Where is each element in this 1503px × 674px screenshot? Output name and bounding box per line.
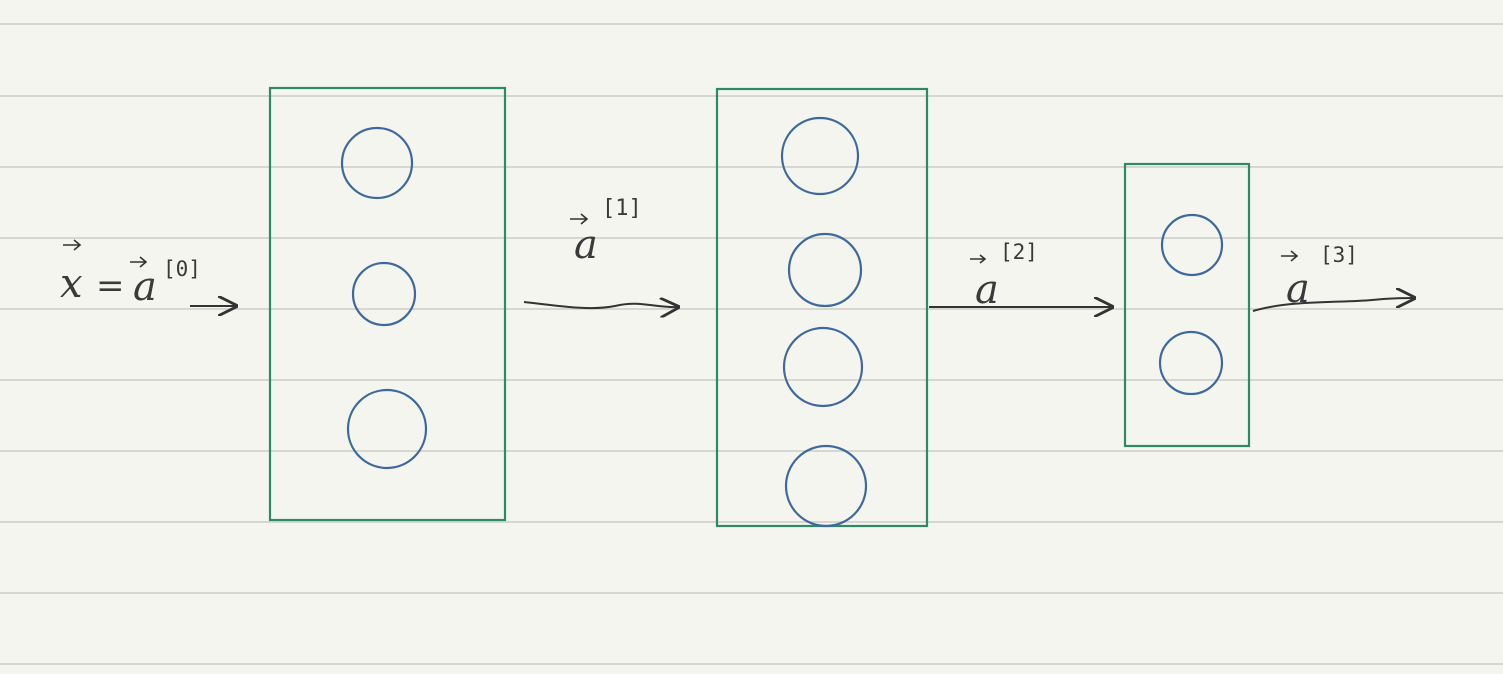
- a0-symbol: a: [133, 264, 157, 310]
- a3-label: a [3]: [1281, 243, 1358, 312]
- arrow-1-to-2: [523, 302, 678, 308]
- layer-3: [1123, 162, 1251, 448]
- a3-symbol: a: [1286, 266, 1310, 312]
- layer-3-box: [1123, 162, 1251, 448]
- vector-arrow-a3: [1281, 250, 1299, 262]
- input-x-symbol: x: [60, 261, 83, 307]
- a2-index: [2]: [1000, 240, 1038, 264]
- ruled-lines: [0, 23, 1503, 665]
- layer-1-neuron: [351, 261, 417, 327]
- a2-label: a [2]: [970, 240, 1038, 313]
- layer-2-neuron: [782, 326, 864, 408]
- a1-label: a [1]: [570, 196, 642, 268]
- layer-1-neuron: [346, 388, 428, 470]
- layer-3-neuron: [1158, 330, 1224, 396]
- vector-arrow-x: [63, 239, 82, 251]
- layer-2-neuron: [784, 444, 868, 528]
- a2-symbol: a: [975, 267, 999, 313]
- a3-index: [3]: [1320, 243, 1358, 267]
- output-arrow: [1252, 298, 1414, 312]
- a1-index: [1]: [602, 196, 642, 221]
- vector-arrow-a2: [970, 254, 987, 264]
- vector-arrow-a1: [570, 213, 589, 225]
- layer-2-box: [715, 87, 929, 528]
- vector-arrow-a0: [130, 256, 148, 268]
- layer-1-box: [268, 86, 507, 522]
- layer-2-neuron: [787, 232, 863, 308]
- layer-3-neuron: [1160, 213, 1224, 277]
- equals-sign: =: [96, 266, 125, 306]
- layer-1: [268, 86, 507, 522]
- layer-1-neuron: [340, 126, 414, 200]
- a0-index: [0]: [163, 257, 201, 281]
- layer-2: [715, 87, 929, 528]
- input-label: x = a [0]: [60, 239, 201, 310]
- layer-2-neuron: [780, 116, 860, 196]
- a1-symbol: a: [574, 222, 598, 268]
